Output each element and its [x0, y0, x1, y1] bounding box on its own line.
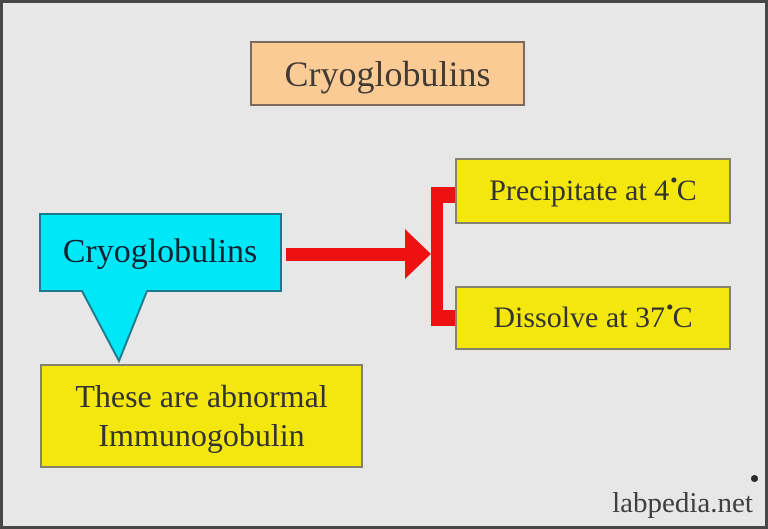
- arrow-head-icon: [405, 229, 431, 279]
- title-text: Cryoglobulins: [284, 53, 491, 94]
- branch-precipitate-text: Precipitate at 4•C: [489, 167, 697, 207]
- note-line-2: Immunogobulin: [98, 417, 305, 453]
- watermark: labpedia.net: [612, 487, 753, 519]
- branch-box-precipitate: Precipitate at 4•C: [455, 158, 731, 224]
- small-dot-icon: [751, 475, 758, 482]
- bracket-vertical-bar: [431, 187, 443, 326]
- branch-dissolve-text: Dissolve at 37•C: [493, 294, 693, 334]
- bracket-top-stub: [431, 187, 456, 203]
- callout-bubble: [39, 213, 282, 364]
- branch-box-dissolve: Dissolve at 37•C: [455, 286, 731, 350]
- callout-shape: [39, 213, 282, 364]
- bracket-bottom-stub: [431, 310, 456, 326]
- degree-dot-icon: •: [666, 294, 674, 319]
- title-box: Cryoglobulins: [250, 41, 525, 106]
- degree-dot-icon: •: [670, 167, 678, 192]
- arrow-shaft: [286, 248, 406, 261]
- note-box: These are abnormal Immunogobulin: [40, 364, 363, 468]
- note-line-1: These are abnormal: [75, 377, 328, 414]
- callout-label: Cryoglobulins: [62, 233, 258, 270]
